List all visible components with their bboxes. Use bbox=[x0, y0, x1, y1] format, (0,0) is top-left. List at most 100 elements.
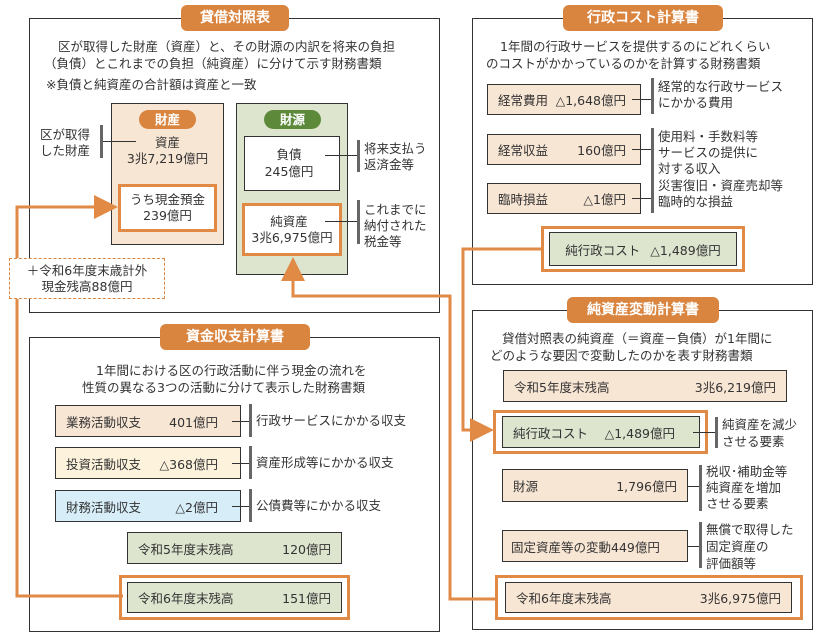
divider bbox=[651, 78, 654, 114]
nas-net-cost-note-1: 純資産を減少 bbox=[722, 417, 798, 432]
cost-row-value: 160億円 bbox=[577, 143, 626, 158]
sources-pill: 財源 bbox=[264, 110, 321, 129]
leader-line bbox=[232, 506, 250, 507]
leader-line bbox=[688, 546, 700, 547]
nas-prev-label: 令和5年度末残高 bbox=[514, 379, 610, 395]
cost-desc-1: 1年間の行政サービスを提供するのにどれくらい bbox=[500, 39, 771, 54]
divider bbox=[715, 417, 718, 448]
assets-side-label-1: 区が取得 bbox=[40, 127, 91, 142]
net-cost-label: 純行政コスト bbox=[565, 242, 641, 258]
nas-sources-label: 財源 bbox=[513, 479, 539, 494]
net-assets-box bbox=[242, 203, 342, 256]
balance-sheet-title: 貸借対照表 bbox=[181, 5, 289, 31]
nas-fixed-note-2: 固定資産の bbox=[706, 539, 769, 554]
net-assets-statement-title: 純資産変動計算書 bbox=[567, 297, 719, 323]
cost-row-note: 災害復旧・資産売却等 bbox=[658, 178, 784, 193]
nas-sources-value: 1,796億円 bbox=[616, 479, 677, 494]
nas-net-cost-label: 純行政コスト bbox=[513, 425, 589, 441]
cash-prev-box: 令和5年度末残高 120億円 bbox=[127, 532, 342, 564]
cash-flow-row-box: 財務活動収支△2億円 bbox=[55, 490, 241, 522]
divider bbox=[357, 140, 360, 172]
cash-curr-label: 令和6年度末残高 bbox=[138, 591, 234, 606]
nas-fixed-value: 449億円 bbox=[611, 539, 660, 555]
divider bbox=[249, 489, 252, 522]
net-cost-highlight bbox=[541, 226, 745, 272]
leader-line bbox=[693, 432, 715, 433]
net-assets-note-1: これまでに bbox=[364, 202, 427, 217]
divider bbox=[699, 465, 702, 511]
nas-sources-note-3: させる要素 bbox=[706, 496, 769, 511]
nas-prev-value: 3兆6,219億円 bbox=[694, 379, 776, 395]
nas-fixed-note-1: 無償で取得した bbox=[706, 522, 794, 537]
cost-row-note: 経常的な行政サービス bbox=[658, 79, 784, 94]
cash-flow-desc-2: 性質の異なる3つの活動に分けて表示した財務書類 bbox=[82, 380, 365, 395]
cash-prev-value: 120億円 bbox=[282, 541, 331, 557]
balance-sheet-desc-1: 区が取得した財産（資産）と、その財源の内訳を将来の負担 bbox=[58, 39, 396, 54]
cost-row-box: 経常収益 160億円 bbox=[487, 134, 641, 165]
cash-flow-row-note: 行政サービスにかかる収支 bbox=[256, 413, 407, 428]
cash-flow-row-label: 業務活動収支 bbox=[66, 414, 142, 430]
balance-sheet-desc-2: （負債）とこれまでの負担（純資産）に分けて示す財務書類 bbox=[44, 56, 382, 71]
nas-fixed-label: 固定資産等の変動 bbox=[511, 539, 612, 555]
cash-flow-row-value: △2億円 bbox=[175, 499, 218, 515]
nas-desc-1: 貸借対照表の純資産（＝資産－負債）が1年間に bbox=[502, 331, 773, 346]
nas-fixed-box: 固定資産等の変動 449億円 bbox=[502, 530, 688, 562]
nas-net-cost-value: △1,489億円 bbox=[604, 425, 675, 441]
cash-curr-value: 151億円 bbox=[282, 591, 331, 606]
cost-row-note: にかかる費用 bbox=[658, 95, 734, 110]
cost-row-note: 臨時的な損益 bbox=[658, 194, 734, 209]
net-assets-note-3: 税金等 bbox=[364, 234, 402, 249]
nas-prev-box: 令和5年度末残高 3兆6,219億円 bbox=[503, 370, 787, 402]
net-cost-value: △1,489億円 bbox=[650, 242, 721, 258]
nas-net-cost-box: 純行政コスト △1,489億円 bbox=[502, 416, 700, 448]
divider bbox=[100, 125, 103, 158]
divider bbox=[651, 128, 654, 181]
outside-cash-2: 現金残高88億円 bbox=[41, 279, 133, 294]
cash-prev-label: 令和5年度末残高 bbox=[138, 541, 234, 557]
cash-curr-box: 令和6年度末残高 151億円 bbox=[127, 582, 342, 613]
leader-line bbox=[688, 486, 700, 487]
liabilities-box bbox=[244, 136, 340, 191]
outside-cash-1: ＋令和6年度末歳計外 bbox=[26, 263, 148, 278]
leader-line bbox=[325, 155, 358, 156]
leader-line bbox=[232, 463, 250, 464]
cash-flow-row-box: 投資活動収支△368億円 bbox=[55, 447, 241, 479]
cost-row-note: 使用料・手数料等 bbox=[658, 129, 759, 144]
leader-line bbox=[232, 421, 250, 422]
net-assets-value: 3兆6,975億円 bbox=[251, 230, 333, 245]
cost-row-label: 経常収益 bbox=[498, 143, 549, 158]
divider bbox=[651, 177, 654, 213]
assets-side-label-2: した財産 bbox=[40, 143, 91, 158]
leader-line bbox=[325, 221, 358, 222]
leader-line bbox=[632, 198, 652, 199]
cost-row-box: 経常費用 △1,648億円 bbox=[487, 84, 641, 115]
assets-value: 3兆7,219億円 bbox=[126, 151, 209, 166]
divider bbox=[699, 522, 702, 568]
nas-sources-box: 財源 1,796億円 bbox=[502, 469, 688, 502]
leader-line bbox=[632, 149, 652, 150]
balance-sheet-note: ※負債と純資産の合計額は資産と一致 bbox=[46, 77, 257, 92]
cost-row-value: △1億円 bbox=[583, 192, 626, 207]
nas-sources-note-1: 税収･補助金等 bbox=[706, 464, 788, 479]
cash-label: うち現金預金 bbox=[129, 192, 205, 207]
cost-row-note: 対する収入 bbox=[658, 161, 721, 176]
divider bbox=[357, 200, 360, 244]
leader-line bbox=[103, 141, 136, 142]
cash-flow-row-note: 公債費等にかかる収支 bbox=[256, 498, 382, 513]
nas-desc-2: どのような要因で変動したのかを表す財務書類 bbox=[490, 348, 753, 363]
cost-row-value: △1,648億円 bbox=[555, 93, 626, 108]
assets-label: 資産 bbox=[154, 135, 180, 150]
net-assets-label: 純資産 bbox=[270, 214, 308, 229]
cost-row-note: サービスの提供に bbox=[658, 145, 759, 160]
divider bbox=[249, 404, 252, 437]
nas-curr-box: 令和6年度末残高 3兆6,975億円 bbox=[505, 582, 792, 613]
cost-row-label: 臨時損益 bbox=[498, 192, 549, 207]
leader-line bbox=[632, 99, 652, 100]
assets-pill: 財産 bbox=[139, 110, 196, 129]
nas-net-cost-note-2: させる要素 bbox=[722, 434, 785, 449]
cost-row-label: 経常費用 bbox=[498, 93, 549, 108]
liabilities-note-2: 返済金等 bbox=[364, 157, 415, 172]
cash-flow-desc-1: 1年間における区の行政活動に伴う現金の流れを bbox=[96, 363, 367, 378]
cash-flow-row-value: 401億円 bbox=[169, 414, 218, 430]
liabilities-label: 負債 bbox=[276, 147, 302, 162]
